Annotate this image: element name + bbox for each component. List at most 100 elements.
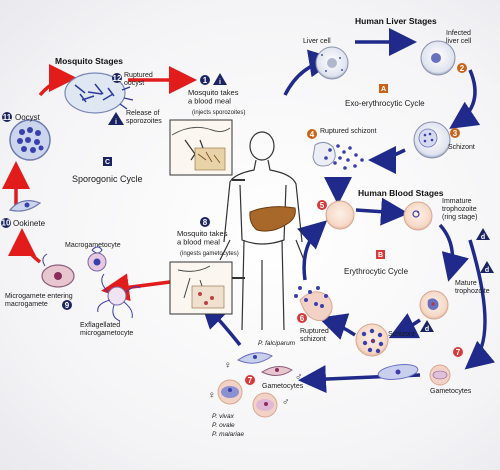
liver-cell-illustration bbox=[315, 46, 349, 80]
cycle-b-text: B bbox=[378, 252, 383, 259]
mosquito-stages-title: Mosquito Stages bbox=[55, 56, 123, 66]
cycle-b-badge bbox=[376, 250, 385, 259]
mosquito-bite-box-1 bbox=[169, 119, 233, 176]
arrow-mature-to-schizont bbox=[388, 313, 421, 339]
falciparum-male-symbol: ♂ bbox=[295, 372, 303, 383]
badge-d-mature bbox=[480, 261, 494, 273]
meal8-note: (ingests gametocytes) bbox=[180, 251, 239, 257]
liver-ruptured-schizont-label: Ruptured schizont bbox=[320, 128, 376, 135]
rbc-merozoite-entry bbox=[325, 200, 355, 230]
badge-2-text: 2 bbox=[460, 64, 465, 73]
falciparum-gametocytes-illustration bbox=[236, 352, 293, 376]
oocyst-label: Oocyst bbox=[15, 113, 41, 122]
cycle-a-text: A bbox=[381, 86, 386, 93]
badge-5-text: 5 bbox=[320, 201, 325, 210]
badge-4-text: 4 bbox=[310, 130, 315, 139]
badge-12 bbox=[112, 73, 122, 83]
badge-1-i-text: i bbox=[219, 79, 221, 86]
arrow-ring-to-gametocytes bbox=[464, 239, 496, 370]
badge-11-text: 11 bbox=[3, 113, 12, 122]
exflagellated-illustration bbox=[97, 273, 141, 322]
badge-6-text: 6 bbox=[300, 314, 305, 323]
badge-5 bbox=[317, 200, 327, 210]
badge-9-text: 9 bbox=[65, 301, 70, 310]
badge-7-panel bbox=[245, 375, 255, 385]
blood-schizont-illustration bbox=[355, 323, 389, 357]
p-ovale-label: P. ovale bbox=[212, 422, 235, 429]
liver-stages-title: Human Liver Stages bbox=[355, 16, 437, 26]
ookinete-label: Ookinete bbox=[13, 219, 46, 228]
macrogametocyte-illustration bbox=[87, 246, 107, 272]
ookinete-illustration bbox=[8, 200, 42, 212]
blood-schizont-label: Schizont bbox=[388, 331, 415, 338]
badge-1-i bbox=[213, 73, 227, 85]
macrogametocyte-label: Macrogametocyte bbox=[65, 242, 121, 249]
badge-10 bbox=[1, 218, 11, 228]
ring-stage-illustration bbox=[403, 201, 433, 231]
panel-gametocytes-label: Gametocytes bbox=[262, 383, 304, 390]
microgamete-entering-illustration bbox=[41, 253, 75, 288]
badge-d-ring bbox=[476, 228, 490, 240]
badge-6 bbox=[297, 313, 307, 323]
arrow-oocyst-to-ruptured bbox=[38, 64, 77, 97]
blood-gametocytes-illustration bbox=[377, 364, 451, 386]
badge-2 bbox=[457, 63, 467, 73]
liver-cell-label: Liver cell bbox=[303, 38, 331, 45]
badge-4 bbox=[307, 129, 317, 139]
mosquito-bite-box-8 bbox=[169, 261, 233, 315]
meal1-note: (injects sporozoites) bbox=[192, 110, 245, 116]
human-liver bbox=[249, 206, 296, 232]
liver-schizont-illustration bbox=[413, 121, 451, 159]
badge-11 bbox=[2, 112, 12, 122]
badge-9 bbox=[62, 300, 72, 310]
badge-12-text: 12 bbox=[113, 74, 122, 83]
mature-troph-illustration bbox=[419, 290, 449, 320]
p-vivax-label: P. vivax bbox=[212, 413, 235, 420]
human-body-outline bbox=[219, 131, 305, 331]
badge-10-text: 10 bbox=[2, 219, 11, 228]
badge-i-text: i bbox=[115, 119, 117, 126]
badge-3-text: 3 bbox=[453, 129, 458, 138]
infected-liver-cell-illustration bbox=[420, 40, 456, 76]
erythrocytic-cycle-label: Erythrocytic Cycle bbox=[344, 267, 409, 276]
cycle-c-badge bbox=[103, 157, 112, 166]
vivax-male-symbol: ♂ bbox=[282, 397, 290, 408]
arrow-rbc-to-ring bbox=[355, 197, 409, 226]
arrow-ring-to-mature bbox=[438, 223, 469, 282]
falciparum-female-symbol: ♀ bbox=[224, 360, 232, 371]
sporogonic-cycle-label: Sporogonic Cycle bbox=[72, 174, 143, 184]
arrow-schizont-to-ruptured-blood bbox=[318, 313, 356, 340]
liver-ruptured-schizont-illustration bbox=[312, 141, 364, 170]
vivax-female-symbol: ♀ bbox=[208, 390, 216, 401]
arrow-macro-to-ookinete bbox=[8, 228, 42, 264]
badge-3 bbox=[450, 128, 460, 138]
badge-7-right-text: 7 bbox=[456, 348, 461, 357]
arrow-infected-to-schizont bbox=[449, 69, 481, 129]
badge-1 bbox=[200, 75, 210, 85]
badge-d-mature-text: d bbox=[485, 267, 489, 274]
vivax-gametocytes-illustration bbox=[217, 379, 278, 418]
oocyst-illustration bbox=[9, 119, 51, 161]
cycle-a-badge bbox=[379, 84, 388, 93]
arrow-merozoites-to-rbc bbox=[323, 176, 352, 205]
badge-1-text: 1 bbox=[203, 76, 208, 85]
p-malariae-label: P. malariae bbox=[212, 431, 244, 438]
badge-d-schizont bbox=[420, 320, 434, 332]
p-falciparum-label: P. falciparum bbox=[258, 340, 296, 347]
badge-7-panel-text: 7 bbox=[248, 376, 253, 385]
exo-cycle-label: Exo-erythrocytic Cycle bbox=[345, 99, 425, 108]
badge-d-schizont-text: d bbox=[425, 326, 429, 333]
arrow-ruptured-to-rbc bbox=[297, 220, 328, 281]
